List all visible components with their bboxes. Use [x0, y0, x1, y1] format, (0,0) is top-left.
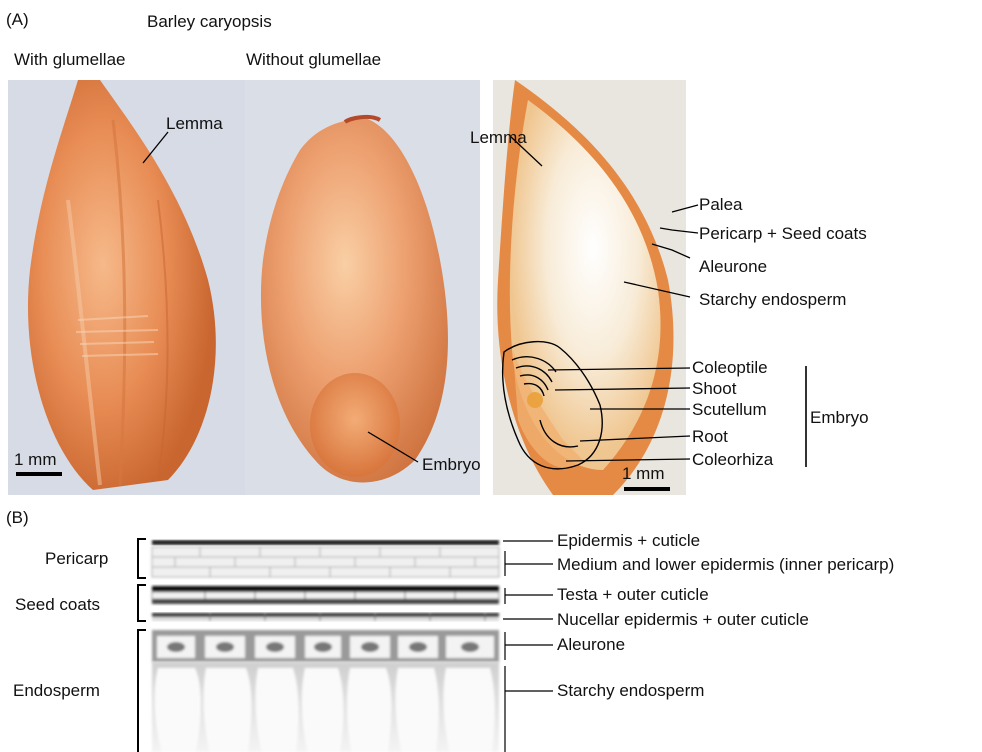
group-label-endosperm: Endosperm [13, 681, 100, 701]
layer-label-testa: Testa + outer cuticle [557, 585, 709, 605]
layer-label-inner-pericarp: Medium and lower epidermis (inner perica… [557, 555, 894, 575]
nucellar-layer [152, 613, 499, 621]
inner-pericarp-layer [152, 547, 499, 577]
layer-label-epidermis-cuticle: Epidermis + cuticle [557, 531, 700, 551]
epidermis-cuticle-layer [152, 540, 499, 545]
endosperm-bracket [138, 630, 146, 752]
group-label-seed-coats: Seed coats [15, 595, 100, 615]
layer-label-nucellar: Nucellar epidermis + outer cuticle [557, 610, 809, 630]
starchy-endosperm-layer [152, 662, 499, 752]
layer-label-aleurone: Aleurone [557, 635, 625, 655]
testa-layer [152, 586, 499, 604]
group-label-pericarp: Pericarp [45, 549, 108, 569]
pericarp-bracket [138, 539, 146, 578]
seed-coats-bracket [138, 585, 146, 621]
aleurone-layer [152, 630, 499, 662]
layer-label-starchy-endosperm: Starchy endosperm [557, 681, 704, 701]
